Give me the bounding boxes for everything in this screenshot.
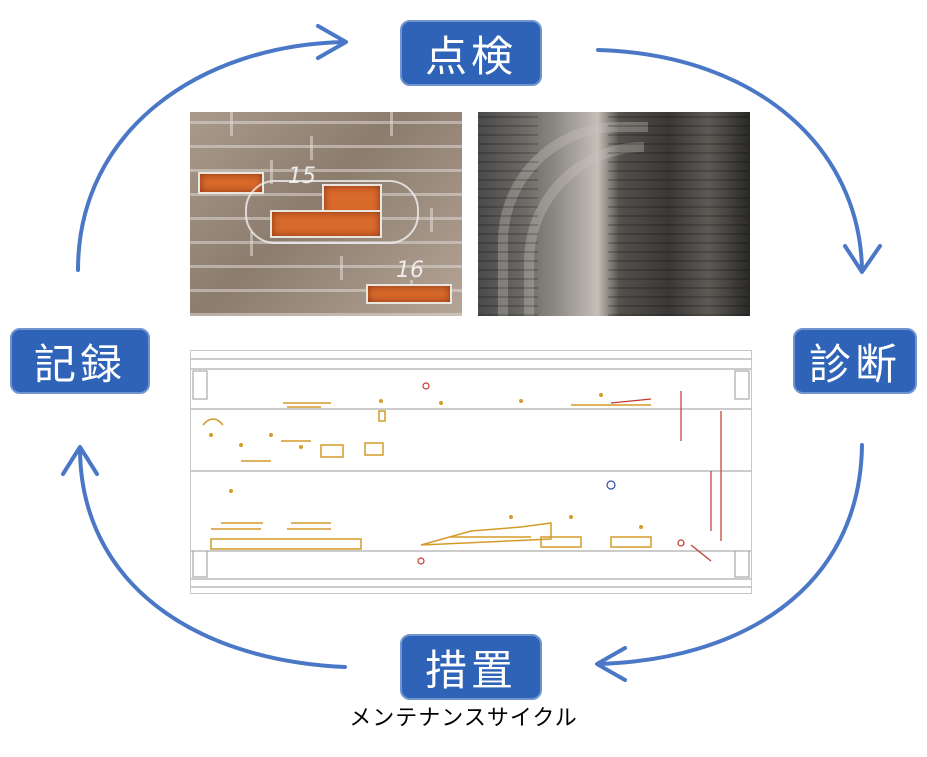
arrow-inspection-to-diagnosis bbox=[596, 48, 864, 272]
arrow-diagnosis-to-action bbox=[596, 443, 864, 666]
arrowhead-record-to-inspection bbox=[316, 24, 348, 60]
node-action: 措置 bbox=[400, 634, 542, 700]
exposed-brick-patch bbox=[270, 210, 382, 238]
annotation-dots bbox=[209, 393, 643, 529]
chalk-outline bbox=[245, 180, 419, 244]
tunnel-lining-photo bbox=[478, 112, 750, 316]
blue-marker bbox=[606, 480, 616, 490]
damage-marks bbox=[202, 402, 652, 550]
tunnel-wall-texture bbox=[478, 112, 538, 316]
arrowhead-inspection-to-diagnosis bbox=[843, 244, 882, 274]
node-inspection-label: 点検 bbox=[424, 31, 517, 81]
exposed-brick-patch bbox=[366, 284, 452, 304]
node-record: 記録 bbox=[10, 328, 150, 394]
node-record-label: 記録 bbox=[33, 339, 126, 389]
chalk-number-15: 15 bbox=[288, 164, 316, 189]
arrowhead-diagnosis-to-action bbox=[595, 646, 627, 682]
drawing-svg bbox=[191, 358, 751, 588]
tunnel-wall-texture bbox=[608, 112, 748, 316]
crack-marks bbox=[417, 382, 722, 565]
brick-wall-photo: 15 16 bbox=[190, 112, 462, 316]
node-diagnosis-label: 診断 bbox=[808, 339, 901, 389]
chalk-number-16: 16 bbox=[396, 258, 424, 283]
node-action-label: 措置 bbox=[424, 645, 517, 695]
arrowhead-action-to-record bbox=[61, 445, 99, 476]
arrow-record-to-inspection bbox=[76, 40, 347, 272]
diagram-caption: メンテナンスサイクル bbox=[349, 706, 578, 731]
node-diagnosis: 診断 bbox=[793, 328, 917, 394]
node-inspection: 点検 bbox=[400, 20, 542, 86]
arrow-action-to-record bbox=[78, 446, 347, 669]
inspection-record-drawing bbox=[190, 350, 752, 594]
